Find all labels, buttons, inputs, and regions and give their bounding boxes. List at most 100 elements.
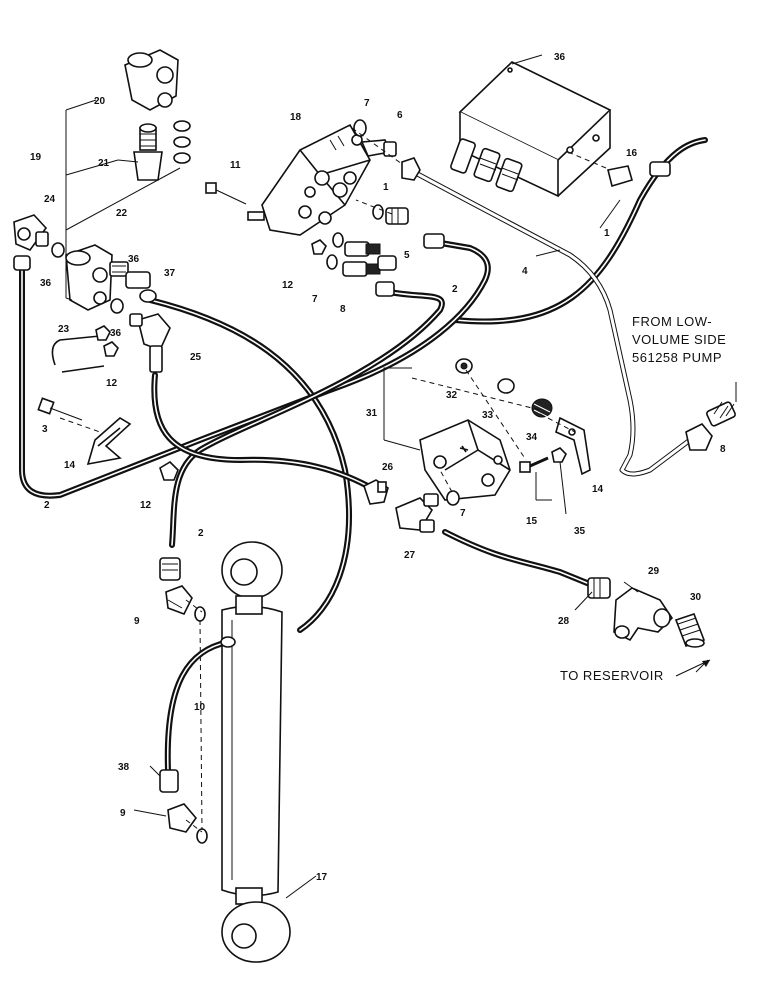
callout-9: 9 <box>134 616 140 627</box>
fitting-21 <box>133 123 163 181</box>
callout-19: 19 <box>30 152 42 163</box>
callout-29: 29 <box>648 566 660 577</box>
nut-35 <box>551 447 567 463</box>
nut-12-upper <box>311 239 327 255</box>
callout-16: 16 <box>626 148 638 159</box>
callout-23: 23 <box>58 324 70 335</box>
note-to-reservoir: TO RESERVOIR <box>560 668 664 683</box>
fittings-5-8 <box>342 241 381 277</box>
elbow-16 <box>607 161 671 188</box>
callout-17: 17 <box>316 872 328 883</box>
callout-32: 32 <box>446 390 458 401</box>
callout-24: 24 <box>44 194 56 205</box>
callout-30: 30 <box>690 592 702 603</box>
callout-37: 37 <box>164 268 176 279</box>
o-ring-7-lower <box>446 490 460 506</box>
callout-8: 8 <box>720 444 726 455</box>
relief-valve-31 <box>419 419 511 501</box>
alignment-lines <box>59 127 607 833</box>
elbow-9-upper <box>159 557 193 616</box>
callout-26: 26 <box>382 462 394 473</box>
hose-28 <box>442 529 595 588</box>
pump-source-note: FROM LOW- VOLUME SIDE 561258 PUMP <box>632 314 726 365</box>
callout-38: 38 <box>118 762 130 773</box>
tube-end-4 <box>401 157 421 181</box>
nut-12-left <box>159 460 179 481</box>
hose-end-2-upper <box>375 233 445 297</box>
o-rings-upper <box>326 119 384 270</box>
washer-32 <box>455 358 473 374</box>
fitting-1-upper <box>385 207 409 225</box>
callout-4: 4 <box>522 266 528 277</box>
callout-labels: 1 1 2 2 2 3 4 5 6 7 7 7 8 8 9 9 10 11 12… <box>30 52 726 883</box>
clamp-14-right <box>555 416 591 476</box>
nipple-30 <box>674 612 706 648</box>
callout-10: 10 <box>194 702 206 713</box>
bolt-15 <box>519 456 549 473</box>
callout-2: 2 <box>44 500 50 511</box>
hose-2-long <box>19 239 491 499</box>
tee-20 <box>124 49 179 111</box>
callout-35: 35 <box>574 526 586 537</box>
callout-12: 12 <box>282 280 294 291</box>
callout-27: 27 <box>404 550 416 561</box>
callout-20: 20 <box>94 96 106 107</box>
adapter-37 <box>109 261 157 303</box>
callout-36: 36 <box>40 278 52 289</box>
hose-1 <box>452 137 708 325</box>
elbow-25 <box>129 313 171 373</box>
callout-11: 11 <box>230 160 241 171</box>
hose-25-loop <box>151 372 378 493</box>
callout-6: 6 <box>397 110 403 121</box>
callout-9: 9 <box>120 808 126 819</box>
valve-block-36 <box>450 61 612 198</box>
tee-lower <box>65 244 113 311</box>
tube-4 <box>407 167 693 477</box>
elbow-24 <box>13 214 49 251</box>
callout-7: 7 <box>312 294 318 305</box>
callout-5: 5 <box>404 250 410 261</box>
callout-36: 36 <box>554 52 566 63</box>
u-bolt-23 <box>51 325 119 373</box>
callout-3: 3 <box>42 424 48 435</box>
callout-34: 34 <box>526 432 538 443</box>
callout-12: 12 <box>140 500 152 511</box>
callout-25: 25 <box>190 352 202 363</box>
callout-28: 28 <box>558 616 570 627</box>
callout-33: 33 <box>482 410 494 421</box>
bolt-3 <box>37 397 83 421</box>
fitting-26 <box>363 479 389 505</box>
leader-lines <box>65 54 737 899</box>
callout-1: 1 <box>604 228 610 239</box>
note-from-low-volume-line2: VOLUME SIDE <box>632 332 726 347</box>
fitting-27 <box>395 493 439 533</box>
fitting-2-end-left <box>13 255 31 271</box>
clamp-14-left <box>86 417 132 466</box>
callout-22: 22 <box>116 208 128 219</box>
callout-14: 14 <box>64 460 76 471</box>
callout-36: 36 <box>128 254 140 265</box>
note-from-low-volume-line1: FROM LOW- <box>632 314 712 329</box>
callout-14: 14 <box>592 484 604 495</box>
callout-15: 15 <box>526 516 538 527</box>
callout-18: 18 <box>290 112 302 123</box>
hydraulic-cylinder-17 <box>220 541 291 963</box>
control-valve-18 <box>247 123 371 236</box>
fitting-28 <box>587 577 611 599</box>
callout-2: 2 <box>452 284 458 295</box>
o-ring-33 <box>497 378 515 394</box>
bolt-11 <box>205 182 247 205</box>
o-rings-21 <box>173 120 191 164</box>
callout-8: 8 <box>340 304 346 315</box>
pump-fitting-8 <box>685 401 736 451</box>
note-from-low-volume-line3: 561258 PUMP <box>632 350 722 365</box>
callout-1: 1 <box>383 182 389 193</box>
reservoir-note: TO RESERVOIR <box>560 659 711 683</box>
plug-34 <box>531 398 553 419</box>
callout-36: 36 <box>110 328 122 339</box>
fitting-6 <box>360 139 397 157</box>
elbow-9-lower <box>159 769 198 833</box>
washer-36-left <box>51 242 65 258</box>
